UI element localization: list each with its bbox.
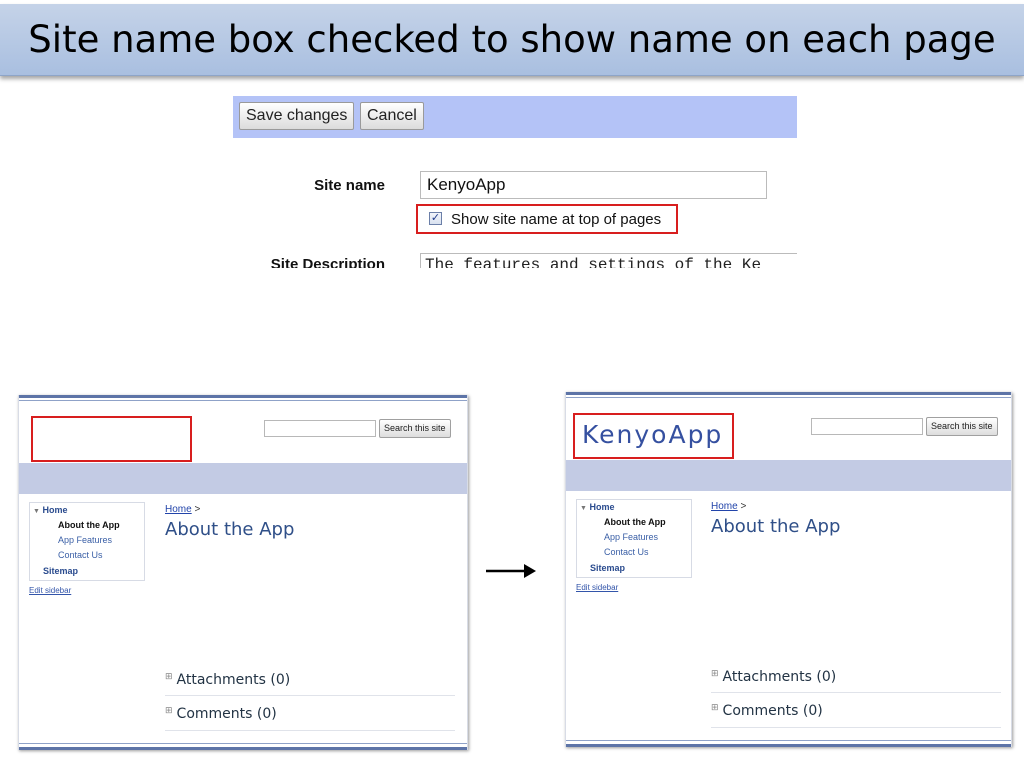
divider [165, 730, 455, 731]
search-button[interactable]: Search this site [926, 417, 998, 436]
divider [165, 695, 455, 696]
triangle-down-icon: ▼ [580, 505, 587, 512]
site-name-input[interactable]: KenyoApp [420, 171, 767, 199]
search-input[interactable] [811, 418, 923, 435]
show-site-name-highlight: ✓ Show site name at top of pages [416, 204, 678, 234]
sidebar [29, 502, 145, 581]
sidebar-item-contact[interactable]: Contact Us [58, 550, 103, 560]
attachments-section[interactable]: ⊞Attachments (0) [711, 669, 837, 685]
save-changes-button[interactable]: Save changes [239, 102, 355, 130]
breadcrumb: Home > [711, 501, 747, 512]
site-name-label: Site name [314, 177, 385, 194]
site-description-label: Site Description [270, 256, 385, 268]
divider [711, 727, 1001, 728]
divider [711, 692, 1001, 693]
show-site-name-checkbox[interactable]: ✓ [429, 212, 442, 225]
search-button[interactable]: Search this site [379, 419, 451, 438]
header-band [19, 463, 467, 494]
slide-title: Site name box checked to show name on ea… [28, 18, 996, 61]
plus-box-icon: ⊞ [165, 672, 173, 682]
show-site-name-label: Show site name at top of pages [451, 211, 662, 228]
sidebar-item-features[interactable]: App Features [604, 532, 659, 542]
page-title: About the App [165, 519, 295, 540]
sidebar-item-about[interactable]: About the App [58, 520, 120, 530]
plus-box-icon: ⊞ [711, 669, 719, 679]
sidebar-item-sitemap[interactable]: Sitemap [43, 566, 79, 576]
slide-title-bar: Site name box checked to show name on ea… [0, 4, 1024, 76]
comments-section[interactable]: ⊞Comments (0) [711, 703, 823, 719]
sidebar-item-contact[interactable]: Contact Us [604, 547, 649, 557]
sidebar-item-home[interactable]: ▼ Home [33, 505, 68, 515]
attachments-section[interactable]: ⊞Attachments (0) [165, 672, 291, 688]
site-preview-after: KenyoApp Search this site ▼ Home About t… [565, 392, 1012, 747]
settings-toolbar: Save changes Cancel [233, 96, 797, 138]
sidebar-item-sitemap[interactable]: Sitemap [590, 563, 626, 573]
top-rule [566, 392, 1011, 398]
site-name: KenyoApp [582, 420, 724, 449]
right-arrow-icon [486, 564, 536, 578]
bottom-rule [566, 740, 1011, 747]
bottom-rule [19, 743, 467, 750]
sidebar-item-features[interactable]: App Features [58, 535, 113, 545]
site-name-highlight: KenyoApp [573, 413, 734, 459]
cancel-button[interactable]: Cancel [360, 102, 424, 130]
triangle-down-icon: ▼ [33, 508, 40, 515]
site-preview-before: Search this site ▼ Home About the App Ap… [18, 395, 468, 750]
top-rule [19, 395, 467, 401]
breadcrumb: Home > [165, 504, 201, 515]
edit-sidebar-link[interactable]: Edit sidebar [576, 583, 619, 592]
site-settings-form: Save changes Cancel Site name KenyoApp ✓… [233, 96, 797, 268]
header-band [566, 460, 1011, 491]
edit-sidebar-link[interactable]: Edit sidebar [29, 586, 72, 595]
breadcrumb-home-link[interactable]: Home [165, 504, 192, 515]
page-title: About the App [711, 516, 841, 537]
sidebar-item-about[interactable]: About the App [604, 517, 666, 527]
plus-box-icon: ⊞ [711, 703, 719, 713]
breadcrumb-home-link[interactable]: Home [711, 501, 738, 512]
check-icon: ✓ [430, 212, 441, 224]
search-input[interactable] [264, 420, 376, 437]
site-description-input[interactable]: The features and settings of the Ke [420, 253, 797, 268]
sidebar [576, 499, 692, 578]
comments-section[interactable]: ⊞Comments (0) [165, 706, 277, 722]
sidebar-item-home[interactable]: ▼ Home [580, 502, 615, 512]
empty-site-name-highlight [31, 416, 192, 462]
plus-box-icon: ⊞ [165, 706, 173, 716]
